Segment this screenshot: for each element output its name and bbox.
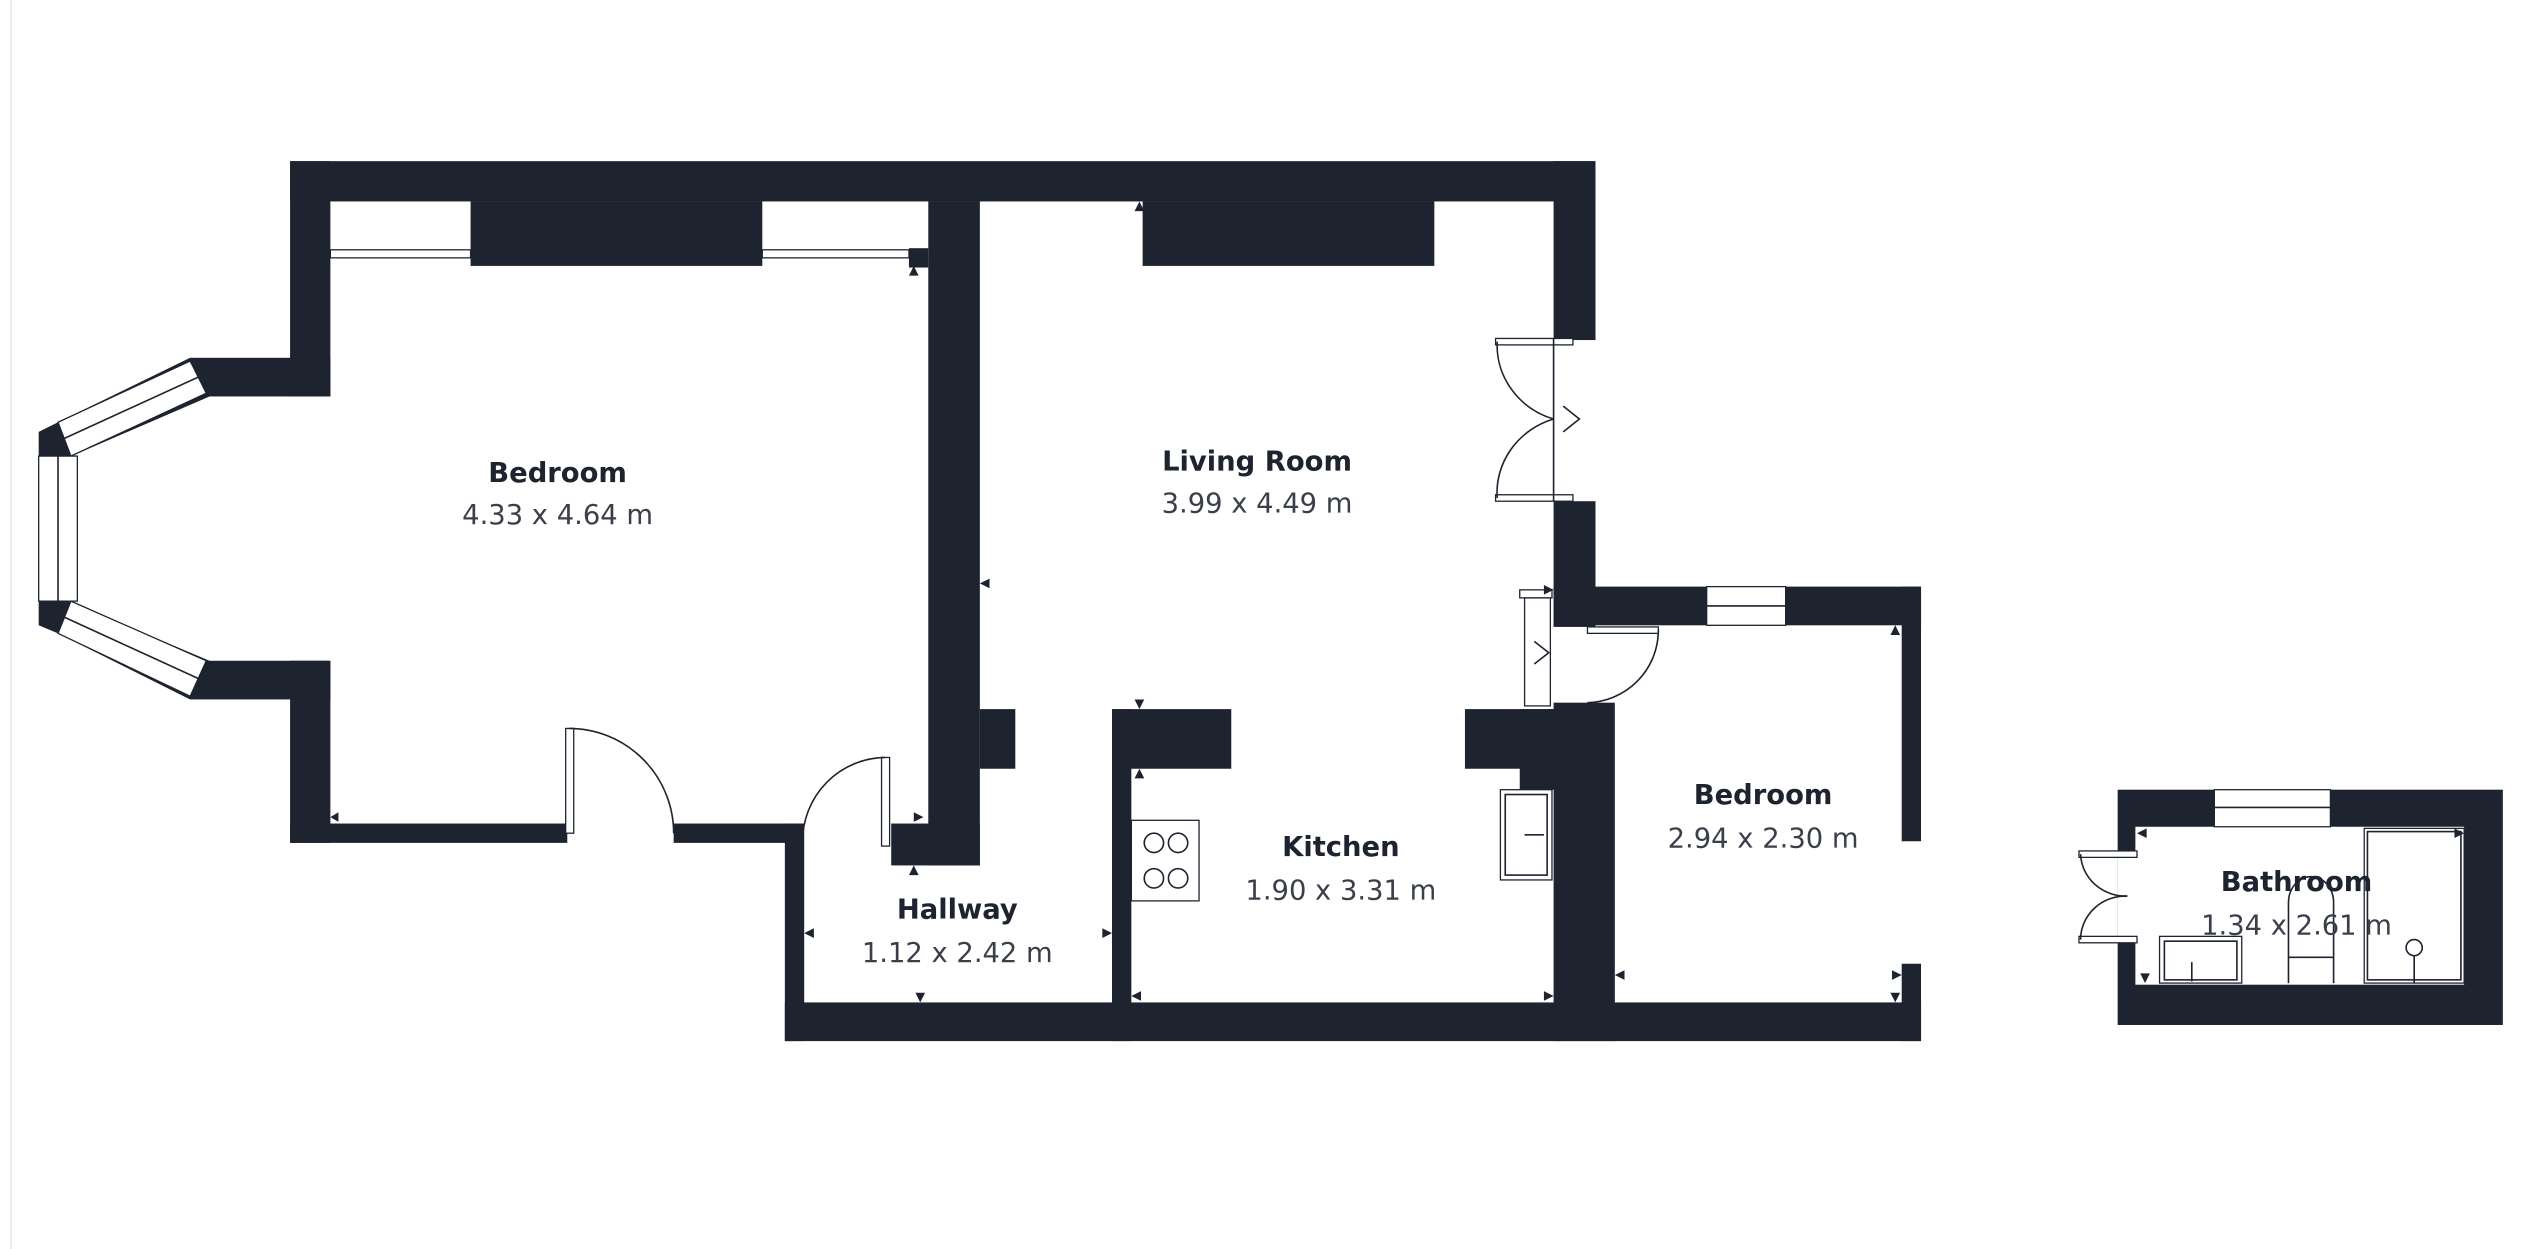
- measurement-markers: [330, 201, 2465, 1003]
- room-label-bedroom-2: Bedroom 2.94 x 2.30 m: [1668, 780, 1859, 855]
- room-label-hallway: Hallway 1.12 x 2.42 m: [862, 895, 1053, 970]
- bay-window: [38, 357, 210, 700]
- walls: [190, 161, 1922, 1042]
- svg-text:1.90 x 3.31 m: 1.90 x 3.31 m: [1245, 875, 1436, 906]
- svg-text:Kitchen: Kitchen: [1282, 832, 1399, 863]
- doors: [565, 337, 1660, 847]
- svg-text:1.12 x 2.42 m: 1.12 x 2.42 m: [862, 938, 1053, 969]
- room-label-living-room: Living Room 3.99 x 4.49 m: [1162, 447, 1353, 520]
- page-edge: [10, 0, 12, 1249]
- hob-icon: [1130, 819, 1200, 902]
- svg-text:1.34 x 2.61 m: 1.34 x 2.61 m: [2201, 911, 2392, 942]
- svg-text:2.94 x 2.30 m: 2.94 x 2.30 m: [1668, 824, 1859, 855]
- svg-text:Bathroom: Bathroom: [2221, 867, 2373, 898]
- svg-text:Bedroom: Bedroom: [1694, 780, 1833, 811]
- svg-text:Living Room: Living Room: [1162, 447, 1352, 478]
- room-label-kitchen: Kitchen 1.90 x 3.31 m: [1245, 832, 1436, 907]
- room-label-bedroom-1: Bedroom 4.33 x 4.64 m: [462, 458, 653, 531]
- svg-text:Bedroom: Bedroom: [488, 458, 627, 489]
- svg-text:Hallway: Hallway: [897, 895, 1018, 926]
- svg-text:4.33 x 4.64 m: 4.33 x 4.64 m: [462, 500, 653, 531]
- kitchen-fixtures: [1130, 789, 1553, 902]
- svg-text:3.99 x 4.49 m: 3.99 x 4.49 m: [1162, 488, 1353, 519]
- windows: [329, 249, 1787, 626]
- room-label-bathroom: Bathroom 1.34 x 2.61 m: [2201, 867, 2392, 942]
- bathroom-block: [2078, 789, 2503, 1025]
